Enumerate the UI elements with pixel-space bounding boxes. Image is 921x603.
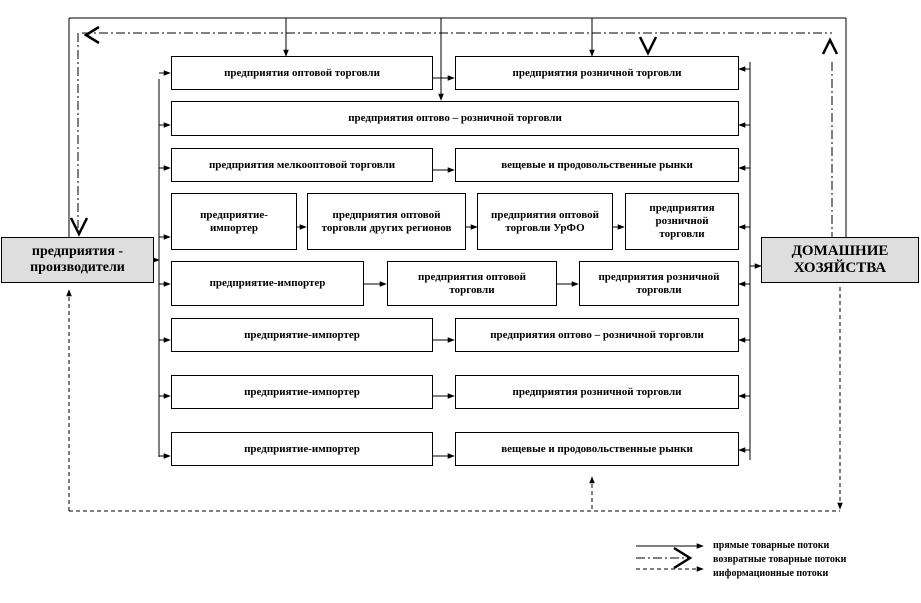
legend-return-chevron bbox=[673, 546, 693, 570]
return-chevron-down-left bbox=[69, 217, 89, 237]
retail-box-row1: предприятия розничной торговли bbox=[455, 56, 739, 90]
wholesale-box-row5: предприятия оптовой торговли bbox=[387, 261, 557, 306]
urfo-wholesale-box-row4: предприятия оптовой торговли УрФО bbox=[477, 193, 613, 250]
retail-box-row7: предприятия розничной торговли bbox=[455, 375, 739, 409]
retail-box-row4: предприятия розничной торговли bbox=[625, 193, 739, 250]
importer-box-row7: предприятие-импортер bbox=[171, 375, 433, 409]
legend-return-label: возвратные товарные потоки bbox=[713, 554, 847, 565]
importer-box-row6: предприятие-импортер bbox=[171, 318, 433, 352]
legend-direct-label: прямые товарные потоки bbox=[713, 540, 830, 551]
legend-info-label: информационные потоки bbox=[713, 568, 829, 579]
other-regions-wholesale-box-row4: предприятия оптовой торговли других реги… bbox=[307, 193, 466, 250]
return-chevron-up-right bbox=[821, 37, 839, 55]
wholesale-box-row1: предприятия оптовой торговли bbox=[171, 56, 433, 90]
small-wholesale-box-row3: предприятия мелкооптовой торговли bbox=[171, 148, 433, 182]
importer-box-row8: предприятие-импортер bbox=[171, 432, 433, 466]
markets-box-row3: вещевые и продовольственные рынки bbox=[455, 148, 739, 182]
markets-box-row8: вещевые и продовольственные рынки bbox=[455, 432, 739, 466]
retail-box-row5: предприятия розничной торговли bbox=[579, 261, 739, 306]
wholesale-retail-box-row2: предприятия оптово – розничной торговли bbox=[171, 101, 739, 136]
importer-box-row4: предприятие-импортер bbox=[171, 193, 297, 250]
importer-box-row5: предприятие-импортер bbox=[171, 261, 364, 306]
producers-box: предприятия - производители bbox=[1, 237, 154, 283]
households-box: ДОМАШНИЕ ХОЗЯЙСТВА bbox=[761, 237, 919, 283]
return-chevron-down-top bbox=[638, 36, 658, 56]
wholesale-retail-box-row6: предприятия оптово – розничной торговли bbox=[455, 318, 739, 352]
return-chevron-left bbox=[83, 25, 100, 45]
